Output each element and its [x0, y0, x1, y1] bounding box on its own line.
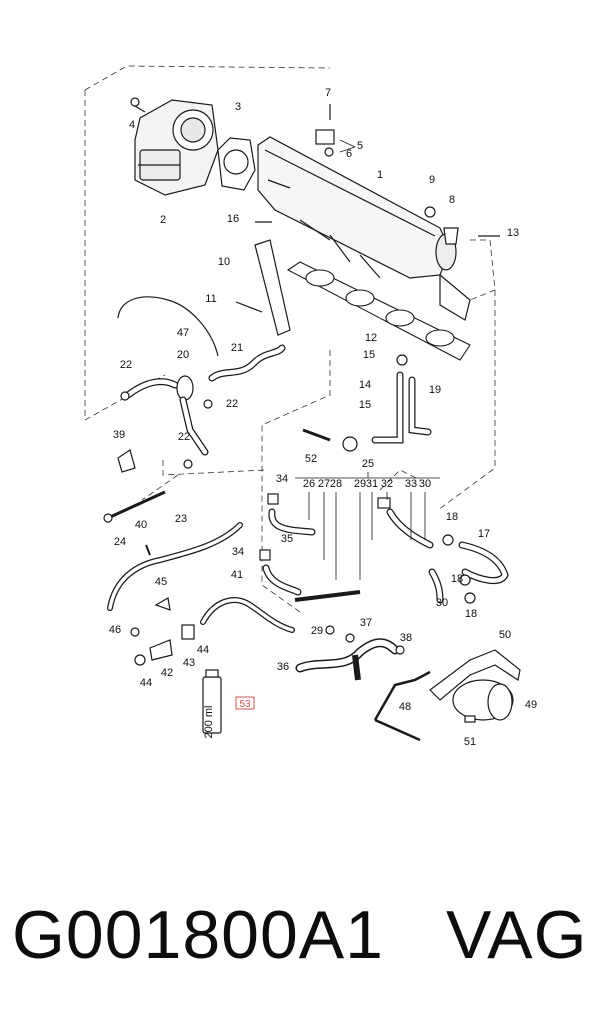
part-label-5[interactable]: 5	[357, 140, 363, 152]
part-label-31[interactable]: 31	[366, 478, 378, 490]
part-label-43[interactable]: 43	[183, 657, 195, 669]
sealant-canister: 200 ml	[202, 669, 222, 739]
part-label-20[interactable]: 20	[177, 349, 189, 361]
hoses-left	[103, 344, 286, 523]
part-label-39[interactable]: 39	[113, 429, 125, 441]
part-label-44[interactable]: 44	[140, 677, 152, 689]
part-label-25[interactable]: 25	[362, 458, 374, 470]
part-label-15[interactable]: 15	[359, 399, 371, 411]
part-label-1[interactable]: 1	[377, 169, 383, 181]
part-label-22[interactable]: 22	[120, 359, 132, 371]
part-label-17[interactable]: 17	[478, 528, 490, 540]
part-label-36[interactable]: 36	[277, 661, 289, 673]
part-label-29[interactable]: 29	[354, 478, 366, 490]
part-label-28[interactable]: 28	[330, 478, 342, 490]
part-label-27[interactable]: 27	[318, 478, 330, 490]
part-label-49[interactable]: 49	[525, 699, 537, 711]
part-label-48[interactable]: 48	[399, 701, 411, 713]
intake-manifold	[257, 136, 471, 321]
part-label-22[interactable]: 22	[178, 431, 190, 443]
part-label-14[interactable]: 14	[359, 379, 371, 391]
caption-bar: G001800A1 VAG	[0, 880, 600, 990]
part-label-24[interactable]: 24	[114, 536, 126, 548]
part-label-52[interactable]: 52	[305, 453, 317, 465]
part-label-34[interactable]: 34	[232, 546, 244, 558]
part-label-29[interactable]: 29	[311, 625, 323, 637]
part-label-23[interactable]: 23	[175, 513, 187, 525]
part-label-35[interactable]: 35	[281, 533, 293, 545]
part-label-18[interactable]: 18	[465, 608, 477, 620]
part-label-22[interactable]: 22	[226, 398, 238, 410]
part-label-8[interactable]: 8	[449, 194, 455, 206]
canister-label: 200 ml	[203, 705, 215, 738]
part-label-18[interactable]: 18	[451, 573, 463, 585]
part-label-13[interactable]: 13	[507, 227, 519, 239]
part-label-33[interactable]: 33	[405, 478, 417, 490]
part-label-16[interactable]: 16	[227, 213, 239, 225]
part-label-21[interactable]: 21	[231, 342, 243, 354]
bracket	[235, 104, 500, 336]
part-label-30[interactable]: 30	[436, 597, 448, 609]
part-label-51[interactable]: 51	[464, 736, 476, 748]
part-label-18[interactable]: 18	[446, 511, 458, 523]
part-label-32[interactable]: 32	[381, 478, 393, 490]
throttle-body	[130, 97, 219, 196]
part-label-50[interactable]: 50	[499, 629, 511, 641]
parts-diagram: 200 ml 123456789101112131415151617181818…	[84, 65, 537, 748]
part-label-34[interactable]: 34	[276, 473, 288, 485]
part-label-47[interactable]: 47	[177, 327, 189, 339]
part-label-30[interactable]: 30	[419, 478, 431, 490]
part-label-2[interactable]: 2	[160, 214, 166, 226]
part-label-41[interactable]: 41	[231, 569, 243, 581]
brand-code: VAG	[446, 897, 588, 973]
highlighted-part-53[interactable]: 53	[235, 696, 255, 710]
part-label-40[interactable]: 40	[135, 519, 147, 531]
part-label-4[interactable]: 4	[129, 119, 135, 131]
part-label-46[interactable]: 46	[109, 624, 121, 636]
sensor-cable	[117, 296, 219, 357]
part-label-10[interactable]: 10	[218, 256, 230, 268]
part-diagram-code: G001800A1	[12, 897, 384, 973]
part-label-11[interactable]: 11	[205, 293, 216, 305]
part-label-45[interactable]: 45	[155, 576, 167, 588]
part-label-19[interactable]: 19	[429, 384, 441, 396]
part-label-53: 53	[239, 699, 251, 710]
part-label-15[interactable]: 15	[363, 349, 375, 361]
part-label-38[interactable]: 38	[400, 632, 412, 644]
part-label-37[interactable]: 37	[360, 617, 372, 629]
leader-group	[295, 139, 440, 580]
part-label-44[interactable]: 44	[197, 644, 209, 656]
part-label-42[interactable]: 42	[161, 667, 173, 679]
reservoir-assembly	[373, 649, 521, 742]
part-label-12[interactable]: 12	[365, 332, 377, 344]
part-label-6[interactable]: 6	[346, 148, 352, 160]
part-label-3[interactable]: 3	[235, 101, 241, 113]
part-label-26[interactable]: 26	[303, 478, 315, 490]
manifold-gasket	[286, 261, 471, 361]
gasket	[217, 137, 256, 191]
part-labels: 1234567891011121314151516171818181920212…	[109, 87, 537, 748]
part-label-9[interactable]: 9	[429, 174, 435, 186]
part-label-7[interactable]: 7	[325, 87, 331, 99]
hoses-right	[259, 354, 509, 681]
hoses-bottom	[107, 522, 295, 666]
